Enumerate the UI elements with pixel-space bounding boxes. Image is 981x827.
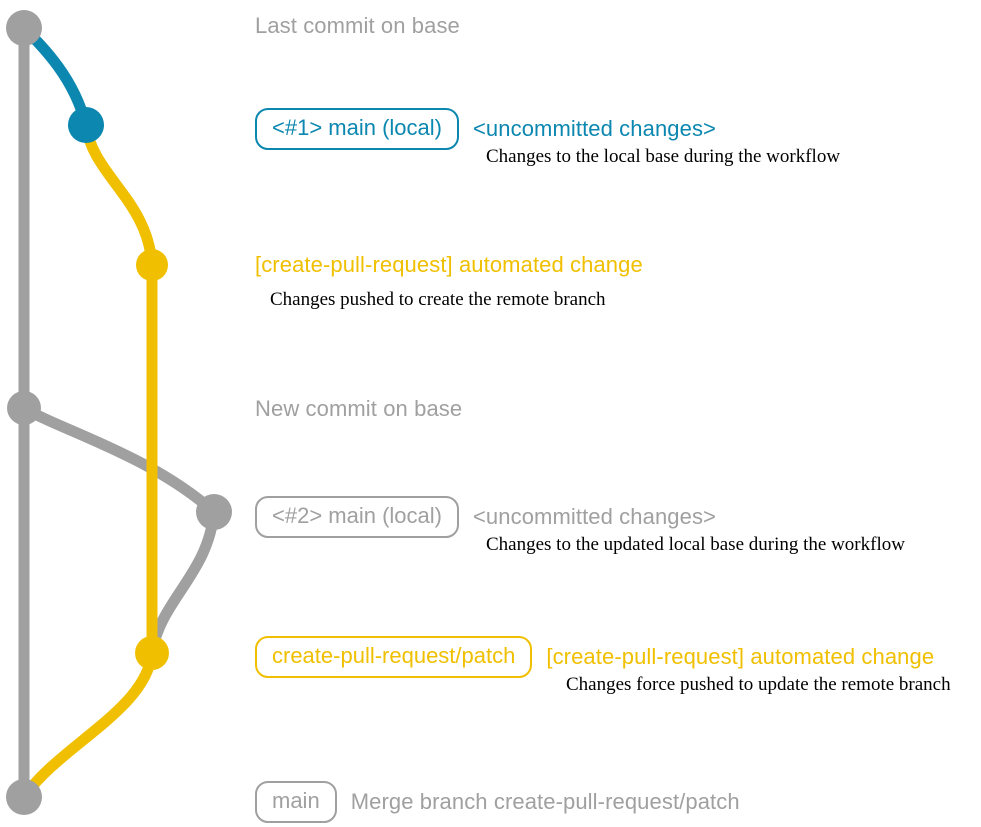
- commit-subject: Merge branch create-pull-request/patch: [350, 789, 740, 814]
- commit-subject: Last commit on base: [255, 13, 460, 38]
- node-base-new: [7, 391, 41, 425]
- commit-subject: [create-pull-request] automated change: [546, 644, 935, 669]
- commit-subject: [create-pull-request] automated change: [255, 252, 643, 277]
- ref-badge-main[interactable]: main: [255, 781, 337, 823]
- commit-description-automated-change-2: Changes force pushed to update the remot…: [566, 674, 951, 695]
- commit-description-automated-change-1: Changes pushed to create the remote bran…: [270, 289, 606, 310]
- ref-badge-main-local-2[interactable]: <#2> main (local): [255, 496, 459, 538]
- commit-row-automated-change-2: create-pull-request/patch [create-pull-r…: [255, 636, 934, 678]
- commit-subject: <uncommitted changes>: [472, 116, 717, 141]
- commit-row-new-commit-on-base: New commit on base: [255, 396, 462, 422]
- commit-subject: <uncommitted changes>: [472, 504, 717, 529]
- edge-local2-to-patch2: [146, 506, 220, 659]
- node-base-top: [6, 10, 42, 46]
- commit-row-merge: main Merge branch create-pull-request/pa…: [255, 781, 740, 823]
- commit-row-automated-change-1: [create-pull-request] automated change: [255, 252, 643, 278]
- edge-patch2-to-merge: [18, 647, 158, 803]
- edge-base-to-local2: [18, 402, 220, 518]
- commit-row-local-1: <#1> main (local) <uncommitted changes>: [255, 108, 716, 150]
- node-patch-2: [135, 636, 169, 670]
- commit-description-local-2: Changes to the updated local base during…: [486, 534, 905, 555]
- commit-row-last-commit-on-base: Last commit on base: [255, 13, 460, 39]
- node-patch-1: [136, 249, 168, 281]
- node-local-2: [196, 494, 232, 530]
- edge-local1-to-patch1: [80, 119, 158, 271]
- node-merge-bottom: [6, 779, 42, 815]
- commit-description-local-1: Changes to the local base during the wor…: [486, 146, 841, 167]
- ref-badge-create-pull-request-patch[interactable]: create-pull-request/patch: [255, 636, 533, 678]
- commit-subject: New commit on base: [255, 396, 463, 421]
- ref-badge-main-local-1[interactable]: <#1> main (local): [255, 108, 459, 150]
- commit-row-local-2: <#2> main (local) <uncommitted changes>: [255, 496, 716, 538]
- node-local-1: [68, 107, 104, 143]
